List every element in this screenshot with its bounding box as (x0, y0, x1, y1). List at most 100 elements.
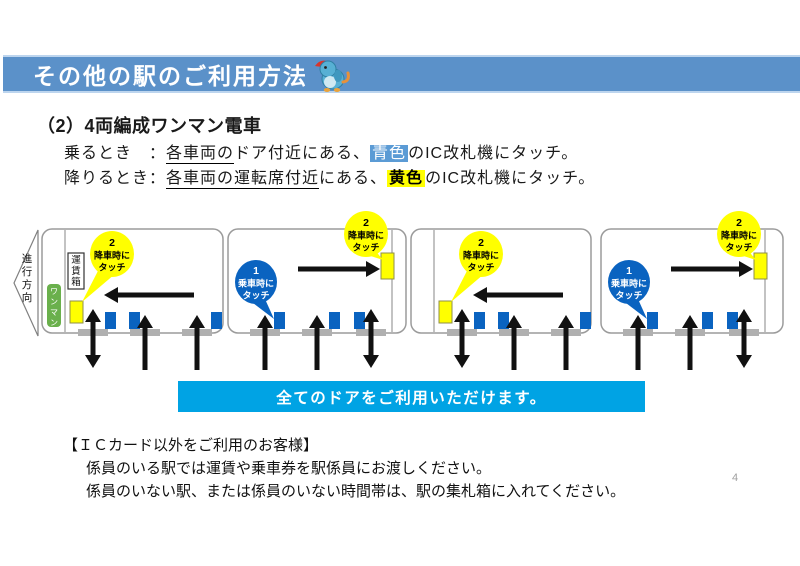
svg-text:2: 2 (363, 217, 369, 229)
door-entry-arrow (137, 315, 153, 370)
svg-text:タッチ: タッチ (242, 290, 269, 301)
svg-text:2: 2 (109, 237, 115, 249)
alighting-underlined: 各車両の運転席付近 (166, 170, 320, 189)
ic-reader-yellow-icon (380, 252, 395, 280)
svg-text:1: 1 (253, 265, 259, 277)
ic-reader-yellow-icon (753, 252, 768, 280)
door-entry-arrow (506, 315, 522, 370)
ic-reader-blue-icon (474, 312, 485, 329)
ic-reader-blue-icon (211, 312, 222, 329)
ic-reader-yellow-icon (69, 300, 84, 324)
ic-reader-blue-icon (129, 312, 140, 329)
ic-reader-blue-icon (702, 312, 713, 329)
svg-text:2: 2 (478, 237, 484, 249)
svg-text:タッチ: タッチ (98, 262, 125, 273)
svg-text:向: 向 (22, 291, 33, 304)
svg-text:タッチ: タッチ (467, 262, 494, 273)
svg-text:タッチ: タッチ (352, 242, 379, 253)
svg-text:降車時に: 降車時に (348, 230, 384, 241)
svg-text:箱: 箱 (71, 276, 81, 288)
door-entry-exit-arrow (454, 309, 470, 368)
notes-line-1: 係員のいる駅では運賃や乗車券を駅係員にお渡しください。 (86, 460, 492, 477)
bird-mascot-icon (315, 60, 350, 92)
blue-color-highlight: 青色 (370, 145, 409, 162)
ic-reader-blue-icon (274, 312, 285, 329)
door-entry-exit-arrow (363, 309, 379, 368)
svg-text:乗車時に: 乗車時に (238, 278, 274, 289)
svg-text:ン: ン (50, 298, 58, 307)
svg-text:タッチ: タッチ (615, 290, 642, 301)
door-entry-exit-arrow (85, 309, 101, 368)
svg-text:1: 1 (626, 265, 632, 277)
all-doors-banner: 全てのドアをご利用いただけます。 (178, 381, 645, 412)
svg-text:行: 行 (22, 265, 33, 278)
svg-text:方: 方 (22, 278, 33, 291)
oneman-sign: ワンマン (47, 284, 61, 328)
ic-reader-yellow-icon (438, 300, 453, 324)
svg-text:タッチ: タッチ (725, 242, 752, 253)
boarding-prefix: 乗るとき ： (64, 145, 167, 162)
exit-direction-arrow (104, 287, 118, 303)
svg-text:進: 進 (22, 253, 33, 265)
ic-reader-blue-icon (105, 312, 116, 329)
boarding-instruction: 乗るとき ：各車両のドア付近にある、青色のIC改札機にタッチ。 (64, 139, 579, 164)
ic-reader-blue-icon (580, 312, 591, 329)
svg-text:マ: マ (50, 308, 58, 317)
door-entry-exit-arrow (736, 309, 752, 368)
boarding-middle: ドア付近にある、 (234, 145, 371, 162)
ic-reader-blue-icon (498, 312, 509, 329)
svg-text:運: 運 (71, 255, 81, 266)
alighting-middle: にある、 (319, 170, 388, 187)
train-diagram: 進行方向ワンマン運賃箱2降車時にタッチ2降車時にタッチ1乗車時にタッチ2降車時に… (13, 211, 784, 370)
section-heading: （2）4両編成ワンマン電車 (37, 116, 262, 136)
door-entry-arrow (309, 315, 325, 370)
svg-text:賃: 賃 (71, 265, 81, 277)
alighting-prefix: 降りるとき： (64, 170, 167, 187)
header-bar: その他の駅のご利用方法 (3, 55, 800, 93)
svg-text:降車時に: 降車時に (463, 250, 499, 261)
door-entry-arrow (558, 315, 574, 370)
alighting-suffix: のIC改札機にタッチ。 (425, 170, 596, 187)
svg-text:乗車時に: 乗車時に (611, 278, 647, 289)
page-title: その他の駅のご利用方法 (33, 63, 308, 89)
exit-direction-arrow (366, 261, 380, 277)
oneman-sign-label: ワンマン (50, 287, 58, 328)
exit-direction-arrow (473, 287, 487, 303)
svg-text:2: 2 (736, 217, 742, 229)
ic-reader-blue-icon (354, 312, 365, 329)
ic-reader-blue-icon (329, 312, 340, 329)
door-entry-arrow (682, 315, 698, 370)
svg-text:降車時に: 降車時に (721, 230, 757, 241)
door-entry-arrow (189, 315, 205, 370)
svg-text:ワ: ワ (50, 287, 58, 296)
fare-box: 運賃箱 (67, 252, 85, 290)
door-entry-arrow (257, 315, 273, 370)
boarding-underlined: 各車両の (166, 145, 235, 164)
fare-box-label: 運賃箱 (71, 255, 81, 288)
notes-heading: 【ＩＣカード以外をご利用のお客様】 (63, 437, 319, 454)
yellow-color-highlight: 黄色 (387, 170, 426, 187)
exit-direction-arrow (739, 261, 753, 277)
svg-text:ン: ン (50, 319, 58, 328)
door-entry-arrow (630, 315, 646, 370)
boarding-suffix: のIC改札機にタッチ。 (408, 145, 579, 162)
page-number: 4 (732, 472, 739, 484)
alighting-instruction: 降りるとき：各車両の運転席付近にある、黄色のIC改札機にタッチ。 (64, 164, 596, 189)
ic-reader-blue-icon (727, 312, 738, 329)
ic-reader-blue-icon (647, 312, 658, 329)
notes-line-2: 係員のいない駅、または係員のいない時間帯は、駅の集札箱に入れてください。 (86, 483, 626, 500)
svg-text:降車時に: 降車時に (94, 250, 130, 261)
